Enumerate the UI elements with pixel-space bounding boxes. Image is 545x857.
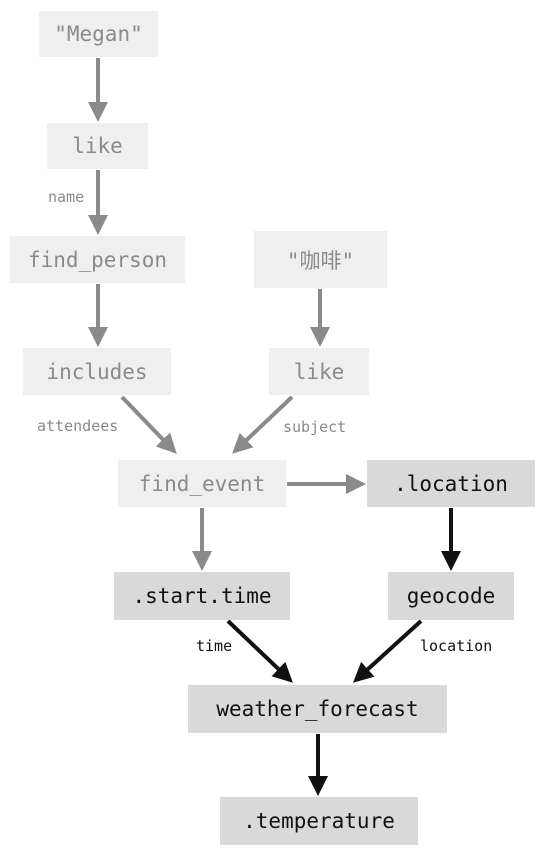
node-megan: "Megan": [39, 11, 158, 57]
node-like-2: like: [269, 348, 369, 395]
node-weather-forecast: weather_forecast: [188, 685, 447, 733]
edge-label-location: location: [420, 637, 493, 655]
node-find-person: find_person: [10, 236, 185, 283]
node-like-1: like: [47, 123, 148, 169]
node-geocode: geocode: [388, 572, 514, 620]
edge-like-find-event: [232, 395, 294, 454]
node-includes: includes: [23, 348, 171, 395]
node-temperature: .temperature: [220, 797, 418, 845]
edge-start-time-weather: [226, 619, 293, 683]
node-coffee: "咖啡": [254, 231, 387, 288]
node-location: .location: [367, 460, 535, 507]
edge-label-name: name: [48, 188, 85, 206]
edge-label-time: time: [196, 637, 233, 655]
node-start-time: .start.time: [114, 572, 290, 620]
edge-label-attendees: attendees: [37, 417, 119, 435]
edge-includes-find-event: [120, 395, 177, 454]
edge-geocode-weather: [353, 619, 423, 683]
node-find-event: find_event: [118, 460, 286, 507]
edge-label-subject: subject: [283, 418, 347, 436]
